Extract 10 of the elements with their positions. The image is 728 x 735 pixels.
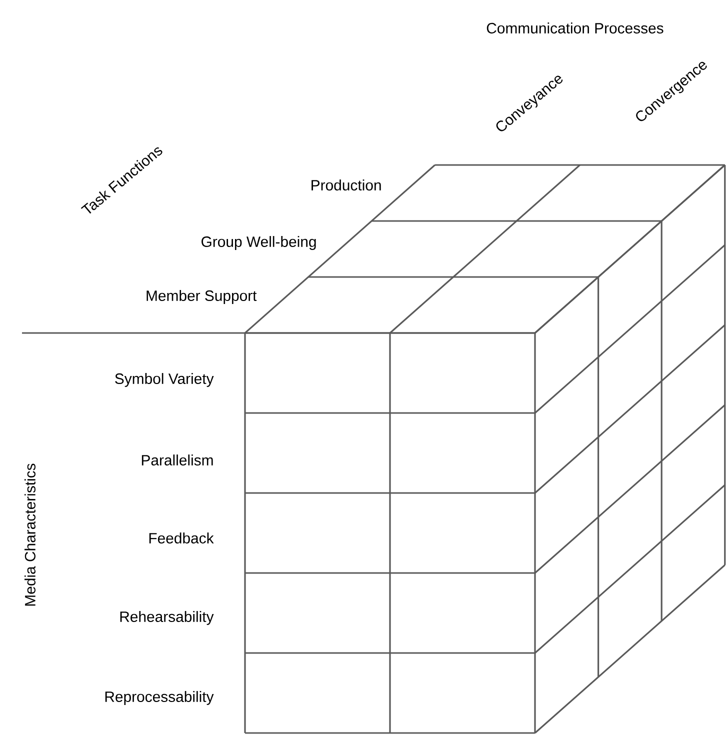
axis-label: Member Support <box>146 290 257 304</box>
axis-label: Production <box>312 180 381 190</box>
axis-label: Reprocessability <box>105 691 214 705</box>
axis-label: Feedback <box>149 532 214 544</box>
axis-label: Group Well-being <box>202 236 316 250</box>
axis-label: Rehearsability <box>120 611 214 625</box>
axis-title: Communication Processes <box>486 22 664 34</box>
axis-title: Media Characteristics <box>24 464 36 606</box>
axis-label: Symbol Variety <box>115 373 214 387</box>
axis-label: Parallelism <box>142 454 213 466</box>
